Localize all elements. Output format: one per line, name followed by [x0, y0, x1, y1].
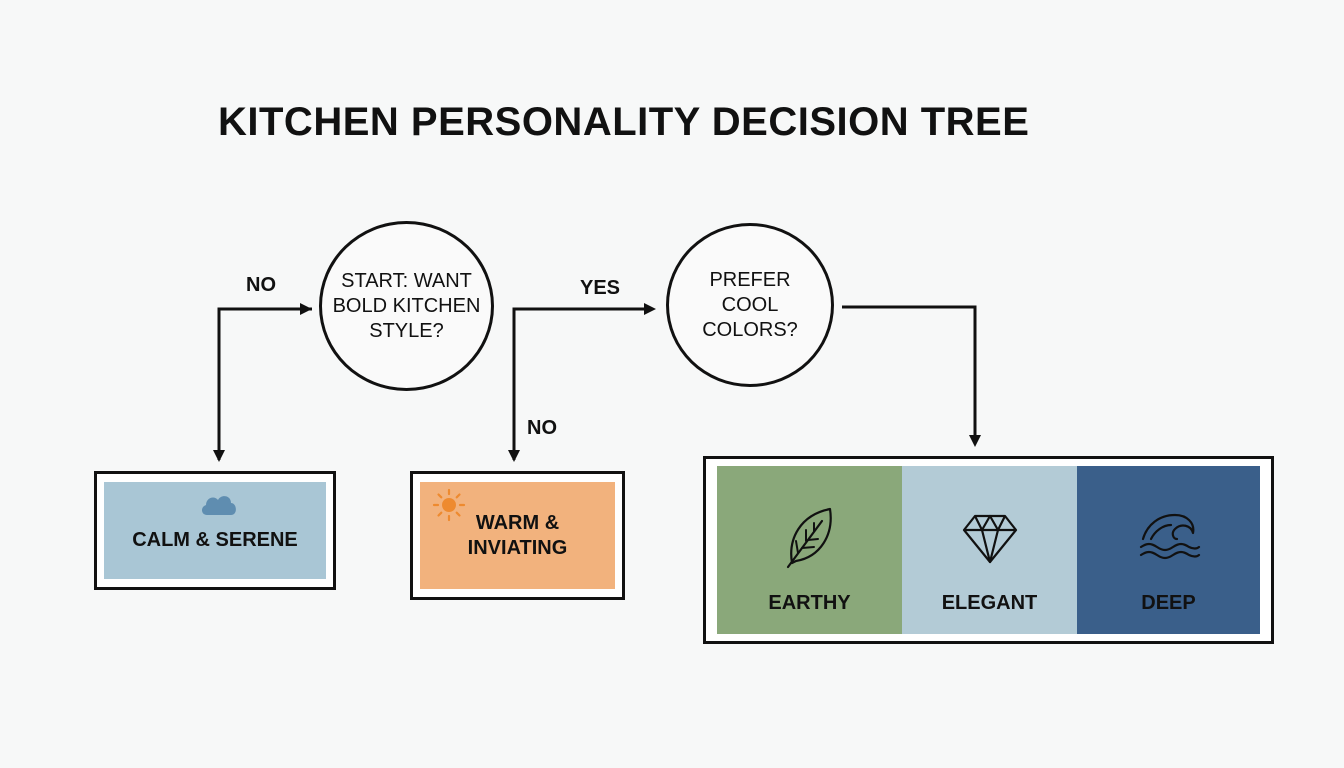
decision-cool-colors: PREFER COOL COLORS?	[666, 223, 834, 387]
palette-earthy: EARTHY	[717, 466, 902, 634]
label-start-no: NO	[246, 274, 276, 296]
palette-deep: DEEP	[1077, 466, 1260, 634]
arrow-into-start	[300, 303, 312, 315]
start-line-1: START: WANT	[341, 269, 472, 292]
decision-start: START: WANT BOLD KITCHEN STYLE?	[319, 221, 494, 391]
palette-frame: EARTHY ELEGANT	[703, 456, 1274, 644]
cool-line-3: COLORS?	[702, 318, 798, 341]
label-start-yes: YES	[580, 277, 621, 299]
outcome-calm-label: CALM & SERENE	[132, 529, 298, 551]
arrow-into-calm	[213, 450, 225, 462]
outcome-calm: CALM & SERENE	[104, 482, 326, 579]
palette-elegant: ELEGANT	[902, 466, 1077, 634]
cloud-icon	[201, 496, 236, 515]
start-line-3: STYLE?	[369, 319, 444, 342]
arrow-into-warm	[508, 450, 520, 462]
wave-icon	[1139, 513, 1200, 560]
edge-start-no	[217, 307, 312, 460]
outcome-calm-frame: CALM & SERENE	[94, 471, 336, 590]
palette-deep-label: DEEP	[1141, 592, 1196, 614]
arrow-into-palette	[969, 435, 981, 447]
palette-earthy-label: EARTHY	[768, 592, 851, 614]
edge-cool-palette	[842, 305, 977, 440]
outcome-warm: WARM & INVIATING	[420, 482, 615, 589]
cool-line-2: COOL	[721, 293, 779, 316]
page-title: KITCHEN PERSONALITY DECISION TREE	[218, 100, 1030, 144]
cool-line-1: PREFER	[709, 268, 791, 291]
edge-start-yes	[512, 307, 648, 460]
start-line-2: BOLD KITCHEN	[332, 294, 481, 317]
leaf-icon	[786, 507, 832, 569]
outcome-warm-line-2: INVIATING	[467, 536, 568, 559]
outcome-warm-line-1: WARM &	[475, 511, 560, 534]
arrow-into-cool	[644, 303, 656, 315]
label-cool-no: NO	[527, 417, 557, 439]
sun-icon	[432, 488, 466, 522]
diamond-icon	[962, 514, 1017, 564]
palette-elegant-label: ELEGANT	[941, 592, 1038, 614]
outcome-warm-frame: WARM & INVIATING	[410, 471, 625, 600]
